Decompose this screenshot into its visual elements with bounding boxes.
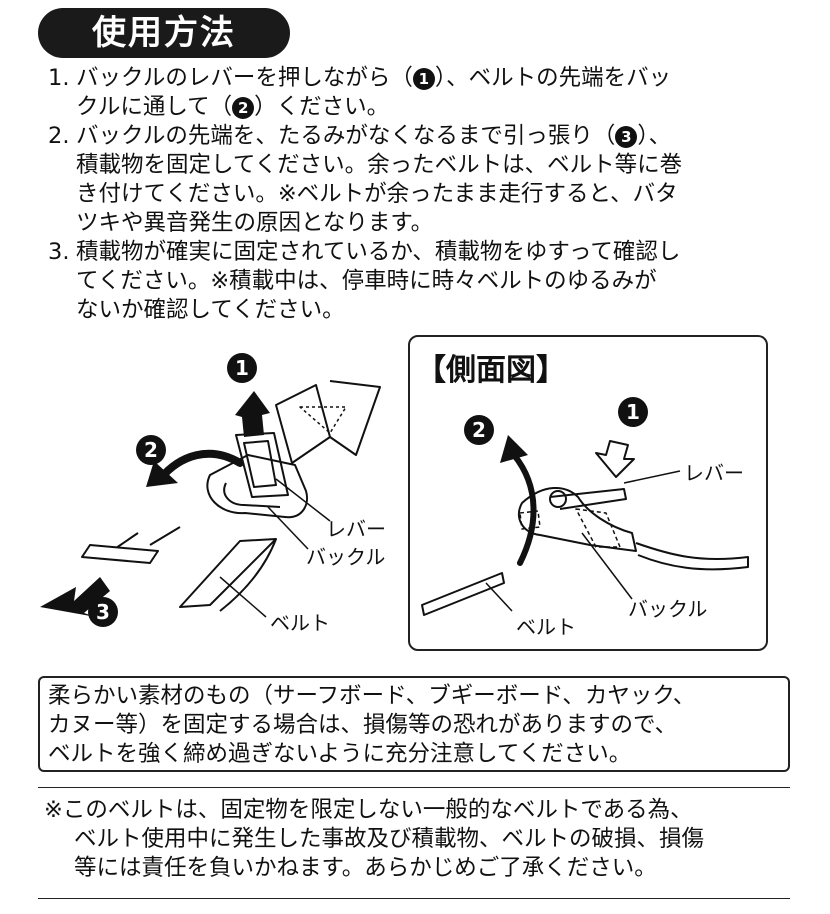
- side-label-belt: ベルト: [516, 615, 576, 639]
- step-line: てください。※積載中は、停車時に時々ベルトのゆるみが: [76, 268, 657, 294]
- step-1: 1. バックルのレバーを押しながら（1）、ベルトの先端をバッ クルに通して（2）…: [48, 64, 818, 122]
- side-marker-2: 2: [464, 415, 494, 445]
- caution-line: カヌー等）を固定する場合は、損傷等の恐れがありますので、: [48, 712, 678, 738]
- disclaimer-line: ベルト使用中に発生した事故及び積載物、ベルトの破損、損傷: [74, 826, 705, 852]
- step-marker-3: 3: [615, 126, 638, 148]
- step-line: ツキや異音発生の原因となります。: [76, 210, 434, 236]
- side-view-panel: 【側面図】 1 2 レバー バックル ベルト: [408, 335, 768, 651]
- buckle-illustration: 1 2 3 レバー バックル ベルト: [30, 345, 400, 645]
- step-number: 3.: [48, 239, 70, 265]
- step-line: 積載物が確実に固定されているか、積載物をゆすって確認し: [76, 239, 681, 265]
- label-lever: レバー: [326, 517, 386, 541]
- marker-1: 1: [227, 353, 257, 383]
- step-number: 1.: [48, 65, 70, 91]
- step-marker-2: 2: [232, 97, 255, 119]
- buckle-drawing: [40, 380, 381, 618]
- caution-line: ベルトを強く締め過ぎないように充分注意してください。: [48, 741, 632, 767]
- label-buckle: バックル: [306, 545, 386, 569]
- disclaimer-line: 等には責任を負いかねます。あらかじめご了承ください。: [74, 855, 657, 881]
- disclaimer-line: ※このベルトは、固定物を限定しない一般的なベルトである為、: [44, 797, 693, 823]
- section-title: 使用方法: [38, 8, 290, 58]
- step-line: き付けてください。※ベルトが余ったまま走行すると、バタ: [76, 181, 678, 207]
- disclaimer: ※このベルトは、固定物を限定しない一般的なベルトである為、 ベルト使用中に発生し…: [44, 796, 804, 883]
- step-number: 2.: [48, 123, 70, 149]
- step-2: 2. バックルの先端を、たるみがなくなるまで引っ張り（3）、 積載物を固定してく…: [48, 122, 818, 238]
- side-label-buckle: バックル: [628, 597, 708, 621]
- caution-line: 柔らかい素材のもの（サーフボード、ブギーボード、カヤック、: [48, 683, 696, 709]
- marker-2: 2: [136, 435, 166, 465]
- step-line: バックルの先端を、たるみがなくなるまで引っ張り（3）、: [76, 123, 672, 149]
- side-marker-1: 1: [618, 397, 648, 427]
- step-3: 3. 積載物が確実に固定されているか、積載物をゆすって確認し てください。※積載…: [48, 238, 818, 325]
- caution-box: 柔らかい素材のもの（サーフボード、ブギーボード、カヤック、 カヌー等）を固定する…: [38, 676, 790, 772]
- side-view-drawing: [421, 435, 749, 616]
- marker-3: 3: [88, 597, 118, 627]
- step-line: バックルのレバーを押しながら（1）、ベルトの先端をバッ: [76, 65, 672, 91]
- step-line: 積載物を固定してください。余ったベルトは、ベルト等に巻: [76, 152, 683, 178]
- step-line: クルに通して（2）ください。: [76, 94, 390, 120]
- side-label-lever: レバー: [684, 461, 744, 485]
- step-line: ないか確認してください。: [76, 297, 345, 323]
- divider-bottom: [38, 898, 790, 899]
- side-view-heading: 【側面図】: [416, 353, 566, 388]
- step-marker-1: 1: [412, 68, 435, 90]
- divider-top: [38, 787, 790, 788]
- label-belt: ベルト: [270, 611, 330, 635]
- instruction-steps: 1. バックルのレバーを押しながら（1）、ベルトの先端をバッ クルに通して（2）…: [48, 64, 818, 325]
